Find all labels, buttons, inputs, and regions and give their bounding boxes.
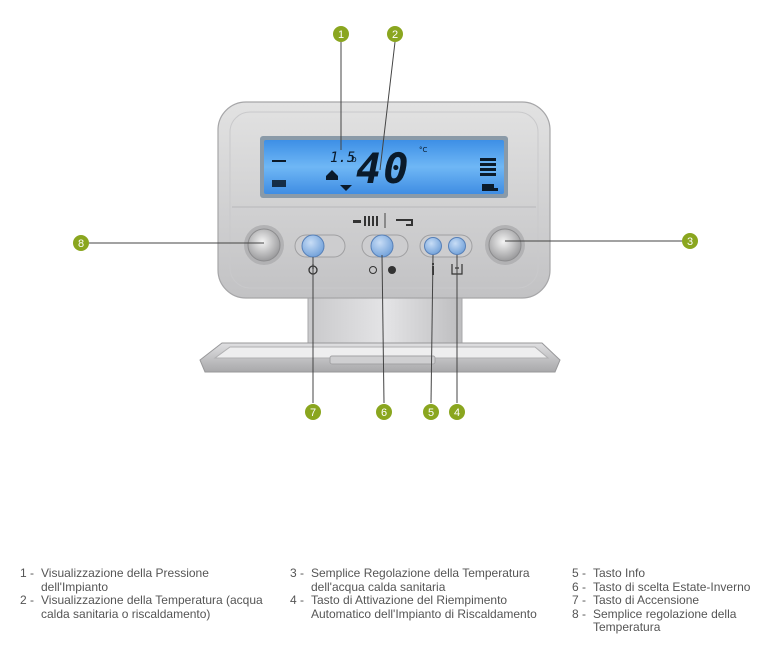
panel-body bbox=[217, 101, 551, 299]
callout-1: 1 bbox=[333, 26, 349, 42]
tap-icon bbox=[482, 184, 498, 191]
control-panel-diagram: 1.5 b 40 °C bbox=[73, 26, 698, 420]
leader-6 bbox=[381, 254, 385, 404]
legend-column-3: 5 -Tasto Info 6 -Tasto di scelta Estate-… bbox=[572, 566, 772, 635]
power-button[interactable] bbox=[301, 234, 325, 258]
svg-text:7: 7 bbox=[310, 407, 316, 419]
lcd-pressure-unit: b bbox=[351, 155, 357, 165]
lcd-screen bbox=[264, 140, 504, 194]
legend-item-2: 2 -Visualizzazione della Temperatura (ac… bbox=[20, 593, 263, 621]
svg-text:3: 3 bbox=[687, 236, 693, 248]
callout-4: 4 bbox=[449, 404, 465, 420]
callout-2: 2 bbox=[387, 26, 403, 42]
legend-item-1: 1 -Visualizzazione della Pressione dell'… bbox=[20, 566, 209, 594]
summer-winter-icon bbox=[369, 266, 396, 274]
leader-2 bbox=[379, 41, 396, 171]
svg-text:1: 1 bbox=[338, 29, 344, 41]
lcd-arrow-icon bbox=[340, 185, 352, 191]
leader-5 bbox=[430, 254, 434, 404]
lcd-left-bar bbox=[272, 160, 286, 162]
legend-item-8: 8 -Semplice regolazione della Temperatur… bbox=[572, 606, 737, 634]
svg-text:4: 4 bbox=[454, 407, 460, 419]
callout-5: 5 bbox=[423, 404, 439, 420]
lcd-temperature: 40 bbox=[356, 144, 411, 193]
panel-inner bbox=[229, 111, 539, 289]
summer-tap-icon bbox=[396, 219, 413, 226]
legend-item-5: 5 -Tasto Info bbox=[572, 566, 646, 580]
lcd-radiator-glyph bbox=[272, 180, 286, 187]
callout-3: 3 bbox=[682, 233, 698, 249]
legend-item-4: 4 -Tasto di Attivazione del Riempimento … bbox=[290, 593, 537, 621]
legend-item-3: 3 -Semplice Regolazione della Temperatur… bbox=[290, 566, 530, 594]
svg-text:8: 8 bbox=[78, 238, 84, 250]
base-plate-top bbox=[213, 346, 550, 359]
callout-8: 8 bbox=[73, 235, 89, 251]
svg-text:5: 5 bbox=[428, 407, 434, 419]
fill-button[interactable] bbox=[448, 237, 466, 255]
lcd-pressure: 1.5 bbox=[330, 150, 355, 166]
svg-text:6: 6 bbox=[381, 407, 387, 419]
base-slot bbox=[329, 355, 436, 365]
home-icon bbox=[326, 170, 338, 180]
radiator-icon bbox=[353, 216, 378, 226]
lcd-temp-unit: °C bbox=[419, 146, 428, 154]
legend-item-7: 7 -Tasto di Accensione bbox=[572, 593, 700, 607]
legend-column-2: 3 -Semplice Regolazione della Temperatur… bbox=[290, 566, 555, 621]
lcd-level-bars bbox=[480, 158, 496, 176]
info-button[interactable] bbox=[424, 237, 442, 255]
right-knob[interactable] bbox=[485, 225, 525, 265]
svg-text:2: 2 bbox=[392, 29, 398, 41]
left-knob[interactable] bbox=[244, 225, 284, 265]
legend-item-6: 6 -Tasto di scelta Estate-Inverno bbox=[572, 579, 751, 594]
summer-winter-button[interactable] bbox=[370, 234, 394, 258]
callout-7: 7 bbox=[305, 404, 321, 420]
callout-6: 6 bbox=[376, 404, 392, 420]
legend-column-1: 1 -Visualizzazione della Pressione dell'… bbox=[20, 566, 275, 621]
